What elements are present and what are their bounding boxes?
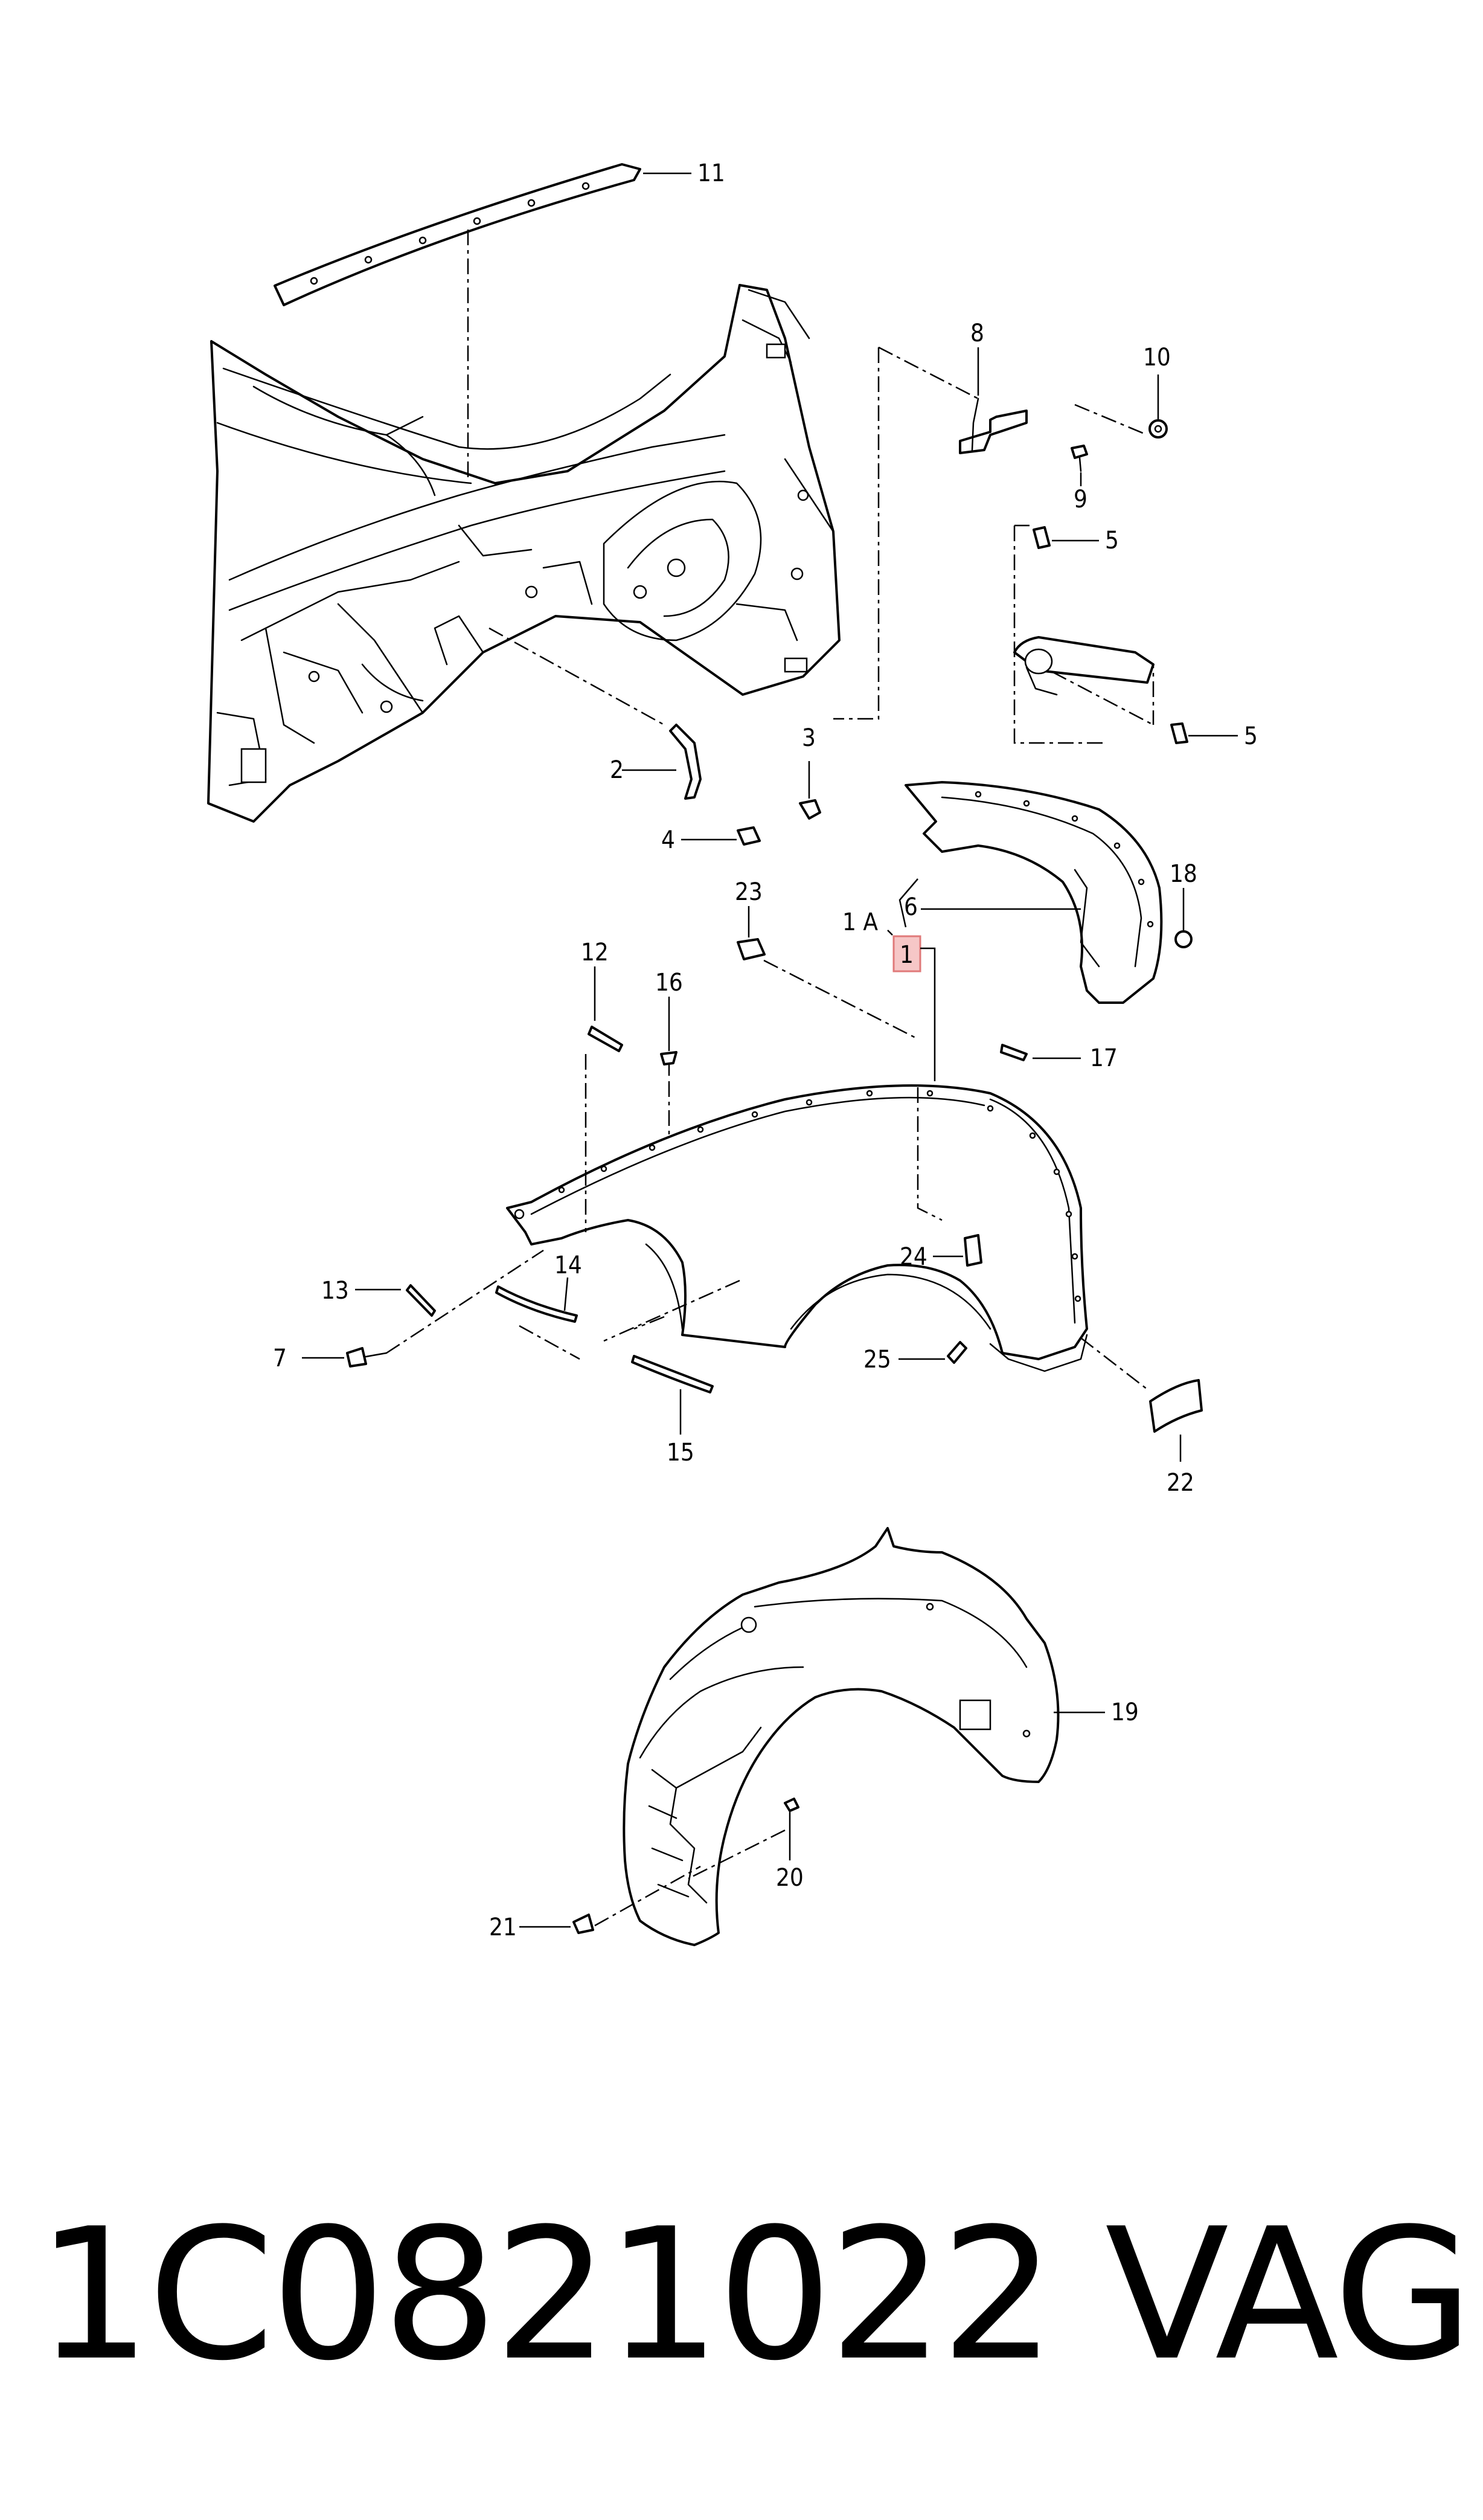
part-4-nut [681, 826, 761, 846]
callout-1a: 1 A [842, 908, 878, 936]
part-6-inner-liner [898, 781, 1163, 1004]
part-15-strip [631, 1355, 714, 1435]
part-1-fender [506, 1084, 1088, 1372]
part-5-cap-lower [1170, 722, 1238, 744]
part-11-seal-strip [274, 163, 691, 306]
part-22-cover [1080, 1337, 1203, 1462]
callout-24: 24 [900, 1243, 927, 1271]
part-10-nut [1148, 374, 1168, 439]
part-8-bracket [959, 347, 1028, 454]
callout-7: 7 [273, 1345, 287, 1372]
callout-5-lower: 5 [1244, 722, 1258, 750]
part-12-seal [585, 966, 623, 1232]
part-1a-leader [887, 930, 893, 936]
dashed-reference-lines [467, 230, 1155, 744]
callout-14: 14 [554, 1252, 582, 1279]
callout-13: 13 [321, 1277, 349, 1305]
part-9-bolt [1071, 445, 1088, 486]
callout-17: 17 [1090, 1044, 1118, 1072]
sill-panel [1013, 636, 1155, 696]
callout-23: 23 [735, 878, 763, 906]
part-17-bolt [1000, 1044, 1081, 1061]
part-3-clip [799, 761, 821, 820]
callout-2: 2 [610, 756, 624, 784]
callout-19: 19 [1111, 1699, 1139, 1726]
part-20-clip [688, 1798, 799, 1880]
part-14-strip [495, 1277, 580, 1360]
body-structure-illustration [207, 284, 841, 823]
callout-15: 15 [667, 1439, 694, 1467]
part-13-strip [355, 1284, 436, 1317]
callout-4: 4 [661, 826, 675, 854]
part-number-caption: 1C0821022 [36, 2190, 1055, 2400]
part-23-clip [737, 906, 918, 1040]
callout-5-upper: 5 [1105, 527, 1119, 554]
callout-3: 3 [802, 724, 816, 752]
callout-10: 10 [1143, 344, 1171, 371]
callout-6: 6 [904, 893, 918, 921]
callout-9: 9 [1074, 486, 1087, 513]
callout-11: 11 [697, 159, 725, 187]
callout-22: 22 [1167, 1469, 1194, 1497]
callout-21: 21 [489, 1914, 517, 1941]
callout-8: 8 [970, 320, 984, 347]
callout-20: 20 [776, 1864, 804, 1892]
callout-1: 1 [900, 941, 914, 969]
part-19-wheel-liner [623, 1527, 1105, 1946]
part-5-cap-upper [1033, 526, 1099, 549]
callout-12: 12 [581, 939, 609, 966]
part-18-nut [1174, 888, 1193, 948]
part-25-clip [898, 1341, 967, 1364]
part-1-highlight [892, 935, 936, 1081]
callout-16: 16 [655, 969, 683, 997]
brand-caption: VAG [1105, 2190, 1473, 2400]
part-21-clip [519, 1865, 701, 1934]
part-16-screw [660, 997, 677, 1136]
callout-25: 25 [863, 1346, 891, 1374]
callout-labels: 1 1 A 2 3 4 5 5 6 7 8 9 10 11 12 13 14 1… [273, 159, 1258, 1941]
part-7-screw [302, 1249, 544, 1368]
callout-18: 18 [1170, 860, 1197, 888]
part-2-bracket [622, 724, 702, 800]
part-24-grommet [933, 1234, 982, 1267]
